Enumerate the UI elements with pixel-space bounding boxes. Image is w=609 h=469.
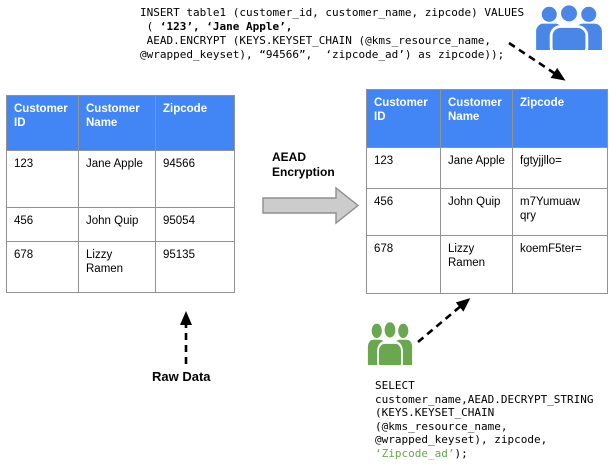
code-line: customer_name,AEAD.DECRYPT_STRING bbox=[375, 392, 594, 406]
table-row: 678 Lizzy Ramen koemF5ter= bbox=[366, 235, 608, 294]
table-cell: Jane Apple bbox=[78, 150, 156, 208]
table-cell: Jane Apple bbox=[440, 147, 513, 189]
table-cell: Lizzy Ramen bbox=[78, 241, 156, 293]
encryption-block-arrow bbox=[262, 186, 360, 225]
code-line: AEAD.ENCRYPT (KEYS.KEYSET_CHAIN (@kms_re… bbox=[140, 34, 491, 47]
table-cell: koemF5ter= bbox=[512, 235, 608, 294]
column-header: Customer ID bbox=[6, 95, 79, 151]
table-cell: 95054 bbox=[155, 207, 235, 242]
table-row: 123 Jane Apple fgtyjjllo= bbox=[366, 147, 608, 189]
column-header: Zipcode bbox=[512, 89, 608, 148]
green-users-icon bbox=[367, 320, 413, 365]
code-line: ( ‘123’, ‘Jane Apple’, bbox=[140, 20, 293, 33]
select-query-code: SELECT customer_name,AEAD.DECRYPT_STRING… bbox=[375, 379, 594, 460]
table-cell: 678 bbox=[366, 235, 441, 294]
table-cell: Lizzy Ramen bbox=[440, 235, 513, 294]
table-cell: John Quip bbox=[440, 188, 513, 236]
raw-data-dashed-arrow bbox=[180, 311, 192, 364]
table-cell: fgtyjjllo= bbox=[512, 147, 608, 189]
column-header: Customer Name bbox=[440, 89, 513, 148]
table-cell: 456 bbox=[366, 188, 441, 236]
table-row: 456 John Quip 95054 bbox=[6, 207, 235, 242]
code-line: @wrapped_keyset), “94566”, ‘zipcode_ad’)… bbox=[140, 48, 505, 61]
table-row: 123 Jane Apple 94566 bbox=[6, 150, 235, 208]
table-cell: 456 bbox=[6, 207, 79, 242]
encrypted-data-table: Customer ID Customer Name Zipcode 123 Ja… bbox=[366, 89, 608, 294]
table-cell: 95135 bbox=[155, 241, 235, 293]
table-row: 456 John Quip m7Yumuaw qry bbox=[366, 188, 608, 236]
code-line: (KEYS.KEYSET_CHAIN bbox=[375, 406, 495, 419]
code-line: @wrapped_keyset), zipcode, bbox=[375, 433, 548, 446]
raw-data-table: Customer ID Customer Name Zipcode 123 Ja… bbox=[6, 95, 235, 293]
insert-query-code: INSERT table1 (customer_id, customer_nam… bbox=[140, 6, 524, 62]
table-cell: 123 bbox=[6, 150, 79, 208]
raw-data-label: Raw Data bbox=[152, 369, 211, 384]
table-cell: 678 bbox=[6, 241, 79, 293]
code-line: SELECT bbox=[375, 379, 415, 392]
select-dashed-arrow bbox=[417, 298, 471, 343]
table-row: 678 Lizzy Ramen 95135 bbox=[6, 241, 235, 293]
column-header: Customer Name bbox=[78, 95, 156, 151]
code-line: ‘Zipcode_ad’); bbox=[375, 446, 468, 460]
column-header: Zipcode bbox=[155, 95, 235, 151]
table-cell: 123 bbox=[366, 147, 441, 189]
code-line: (@kms_resource_name, bbox=[375, 419, 508, 433]
code-line: INSERT table1 (customer_id, customer_nam… bbox=[140, 6, 525, 19]
aead-encryption-label: AEAD Encryption bbox=[272, 150, 335, 179]
column-header: Customer ID bbox=[366, 89, 441, 148]
blue-users-icon bbox=[536, 3, 602, 50]
table-cell: John Quip bbox=[78, 207, 156, 242]
table-cell: 94566 bbox=[155, 150, 235, 208]
insert-dashed-arrow bbox=[508, 41, 566, 81]
table-cell: m7Yumuaw qry bbox=[512, 188, 608, 236]
